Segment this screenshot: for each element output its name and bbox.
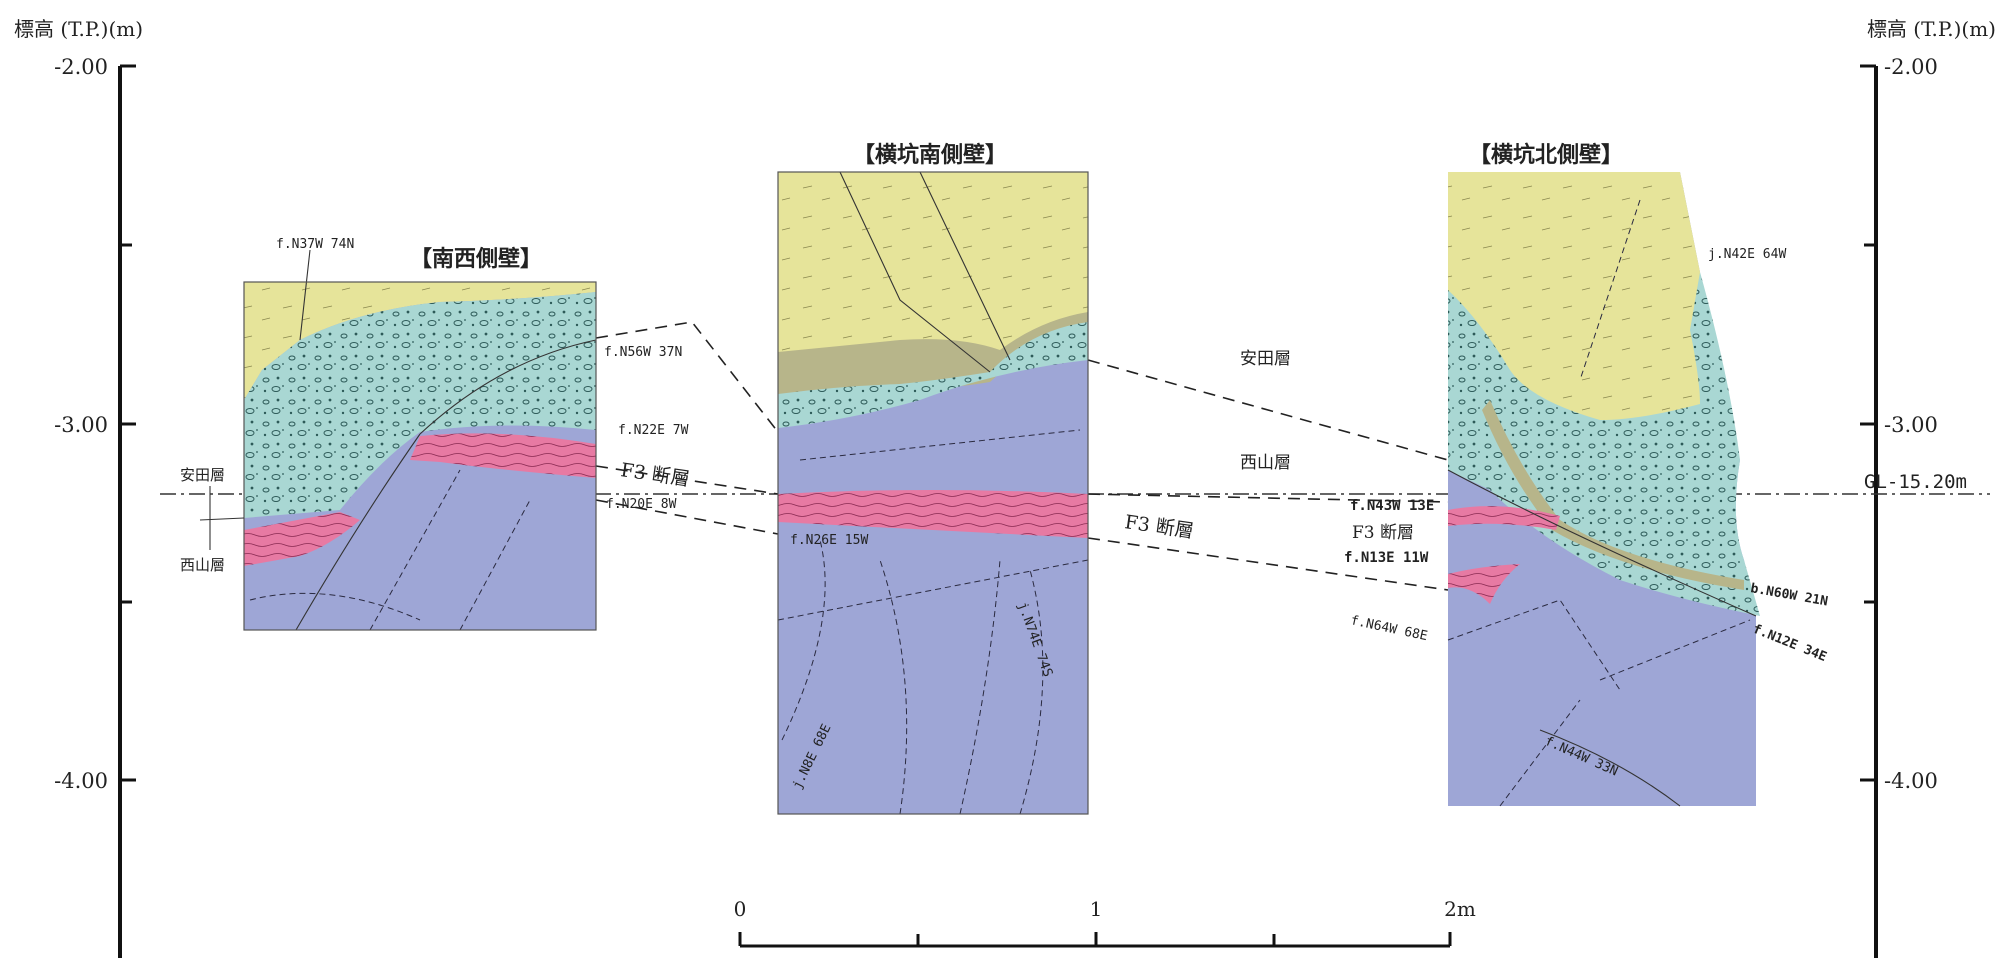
right-elevation-axis: 標高 (T.P.)(m) -2.00 -3.00 -4.00 [1860,17,1996,958]
scale-label: 2m [1444,897,1476,921]
f3-fault-band [410,433,596,478]
stratum-label-nishiyama: 西山層 [1240,453,1291,473]
left-tick-label: -2.00 [54,55,108,79]
fault-label: f.N20E 8W [606,497,677,512]
fault-label: b.N60W 21N [1749,581,1829,609]
panel-title: 【横坑北側壁】 [1469,142,1623,168]
fault-label: f.N22E 7W [618,423,689,438]
right-axis-title: 標高 (T.P.)(m) [1867,17,1996,41]
left-tick-label: -4.00 [54,769,108,793]
f3-fault-band [244,512,360,566]
fault-label: f.N26E 15W [790,533,868,548]
scale-label: 1 [1090,897,1103,921]
right-tick-label: -4.00 [1884,769,1938,793]
panel-south-wall: 【横坑南側壁】 f.N26E 15W j.N74E 74S j.N8E 68E [777,142,1089,815]
fault-label: j.N42E 64W [1708,247,1786,262]
right-tick-label: -3.00 [1884,413,1938,437]
panel-title: 【横坑南側壁】 [853,142,1007,168]
stratum-label-yasuda: 安田層 [1240,349,1291,369]
left-elevation-axis: 標高 (T.P.)(m) -2.00 -3.00 -4.00 [14,17,143,958]
f3-label: F3 断層 [1123,511,1195,542]
fault-label: f.N64W 68E [1349,613,1429,644]
fault-label: f.N37W 74N [276,237,354,252]
scale-bar: 0 1 2m [734,897,1476,948]
left-tick-label: -3.00 [54,413,108,437]
panel-north-wall: 【横坑北側壁】 j.N42E 64W f.N43W 13E f.N13E 11W… [1344,142,1829,807]
brown-band [778,312,1088,398]
panel-southwest-wall: 【南西側壁】 f.N37W 74N f.N56W 37N f.N22E 7W f… [180,237,691,631]
f3-fault-band [1448,564,1520,604]
stratum-label-yasuda: 安田層 [180,466,225,484]
gravel-layer [244,292,596,518]
f3-label: F3 断層 [1352,523,1414,543]
scale-label: 0 [734,897,747,921]
f3-fault-band [1448,506,1560,530]
f3-fault-band [778,490,1088,538]
stratum-label-nishiyama: 西山層 [180,556,225,574]
panel-title: 【南西側壁】 [410,246,542,272]
yellow-layer [1448,172,1700,420]
yellow-layer [244,282,596,400]
left-axis-title: 標高 (T.P.)(m) [14,17,143,41]
fault-label: f.N12E 34E [1751,622,1829,665]
fault-label: f.N13E 11W [1344,550,1429,566]
gravel-layer [778,322,1088,428]
right-tick-label: -2.00 [1884,55,1938,79]
correlation-lines [595,321,1449,591]
fault-label: f.N56W 37N [604,345,682,360]
gl-label: GL-15.20m [1864,471,1967,493]
fault-label: f.N43W 13E [1350,498,1434,514]
f3-label: F3 断層 [619,459,691,490]
middle-stratum-labels: 安田層 西山層 F3 断層 [1123,349,1291,543]
yellow-layer [778,172,1088,394]
